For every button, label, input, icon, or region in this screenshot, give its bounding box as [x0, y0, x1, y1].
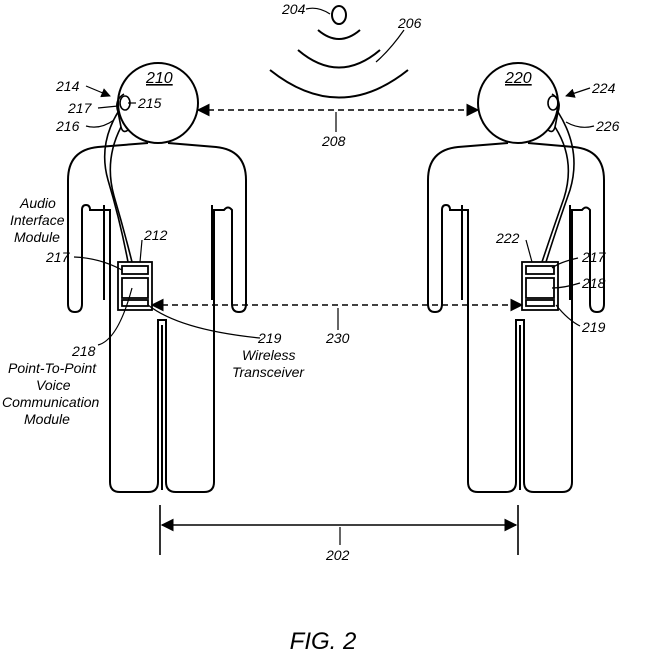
- wave-arc-2: [297, 49, 381, 69]
- annotation-audio-2: Interface: [10, 212, 65, 228]
- leader-219-right: [555, 304, 581, 327]
- leader-212: [139, 239, 143, 263]
- leader-214: [85, 85, 111, 98]
- leader-217-left: [73, 256, 123, 271]
- left-cable: [103, 111, 129, 263]
- right-device-bottom: [525, 299, 555, 307]
- left-person: [67, 62, 247, 493]
- label-217-left: 217: [45, 249, 71, 265]
- distance-dimension: [159, 505, 519, 555]
- label-216: 216: [55, 118, 80, 134]
- label-218-right: 218: [581, 275, 606, 291]
- annotation-wireless-1: Wireless: [242, 347, 296, 363]
- leader-222: [525, 239, 533, 263]
- leader-204: [305, 7, 331, 15]
- right-cable-2: [541, 126, 570, 263]
- label-220: 220: [504, 70, 532, 87]
- label-214: 214: [55, 78, 80, 94]
- annotation-p2p-3: Communication: [2, 394, 99, 410]
- label-219-left: 219: [257, 330, 282, 346]
- left-device: [117, 261, 153, 311]
- label-226: 226: [595, 118, 620, 134]
- leader-217-right: [551, 257, 579, 269]
- left-body-outline: [67, 142, 247, 493]
- right-earpiece: [541, 93, 575, 263]
- source-node: [331, 5, 347, 25]
- left-earpiece: [103, 93, 133, 263]
- left-head: [117, 62, 199, 144]
- right-device: [521, 261, 559, 311]
- leader-206: [375, 29, 405, 63]
- leader-218-right: [551, 282, 581, 289]
- wave-arc-3: [269, 69, 409, 99]
- right-cable: [545, 111, 575, 263]
- right-body-outline: [427, 142, 605, 493]
- annotation-audio-1: Audio: [19, 195, 56, 211]
- annotation-wireless-2: Transceiver: [232, 364, 305, 380]
- label-212: 212: [143, 227, 168, 243]
- label-204: 204: [281, 1, 306, 17]
- right-person: [427, 62, 605, 493]
- annotation-p2p-1: Point-To-Point: [8, 360, 97, 376]
- label-222: 222: [495, 230, 520, 246]
- right-device-mid: [525, 277, 555, 299]
- leader-226: [565, 121, 595, 128]
- left-ear-hook: [116, 93, 129, 133]
- right-device-top: [525, 265, 555, 275]
- right-earbud: [547, 95, 559, 111]
- label-224: 224: [591, 80, 616, 96]
- left-device-mid: [121, 277, 149, 299]
- left-device-top: [121, 265, 149, 275]
- leader-216: [85, 119, 115, 128]
- label-208: 208: [321, 133, 346, 149]
- label-217-right: 217: [581, 249, 607, 265]
- leader-219-left: [147, 304, 261, 339]
- leader-217-left-top: [97, 105, 119, 109]
- leader-224: [565, 87, 591, 98]
- label-217-top: 217: [67, 100, 93, 116]
- annotation-p2p-4: Module: [24, 411, 70, 427]
- leader-218-left: [97, 287, 133, 346]
- annotation-audio-3: Module: [14, 229, 60, 245]
- label-210: 210: [145, 70, 173, 87]
- label-202: 202: [325, 547, 350, 563]
- wave-source: [269, 5, 409, 99]
- leader-lines: [73, 7, 595, 545]
- label-215: 215: [137, 95, 162, 111]
- label-218-left: 218: [71, 343, 96, 359]
- label-206: 206: [397, 15, 422, 31]
- left-device-bottom: [121, 299, 149, 307]
- wave-arc-1: [317, 29, 361, 40]
- label-230: 230: [325, 330, 350, 346]
- annotation-p2p-2: Voice: [36, 377, 71, 393]
- label-219-right: 219: [581, 319, 606, 335]
- left-cable-2: [109, 126, 133, 263]
- figure-caption: FIG. 2: [289, 628, 357, 655]
